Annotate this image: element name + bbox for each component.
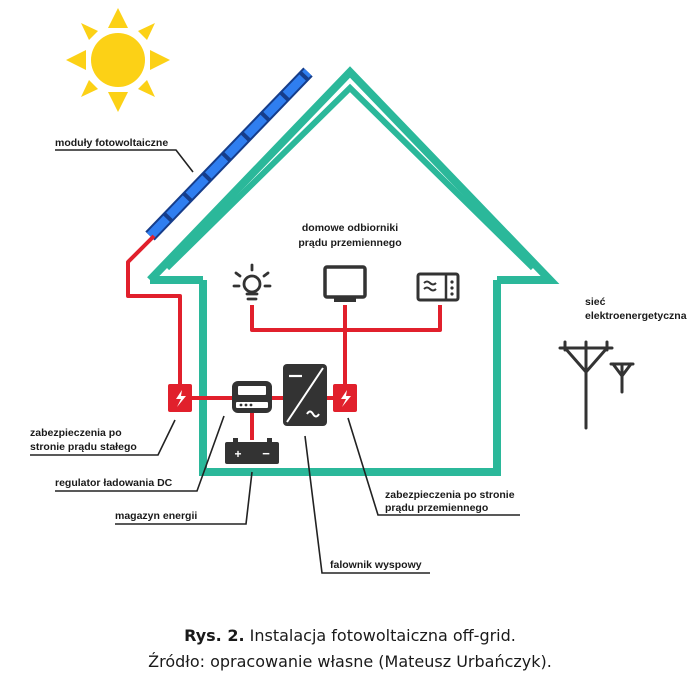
bulb-icon — [232, 263, 272, 301]
figure-label: Rys. 2. — [184, 626, 245, 645]
battery-icon: + − — [225, 438, 279, 464]
label-ac-loads-1: domowe odbiorniki — [302, 222, 398, 234]
power-pylon-icon — [558, 340, 635, 430]
fuse-icon — [333, 384, 357, 412]
charge-controller-icon — [232, 381, 272, 413]
label-grid-2: elektroenergetyczna — [585, 310, 687, 322]
label-pv-modules: moduły fotowoltaiczne — [55, 137, 168, 149]
label-ac-protection-1: zabezpieczenia po stronie — [385, 489, 515, 501]
leader-lines — [30, 149, 520, 574]
svg-text:−: − — [262, 446, 270, 461]
label-dc-protection-2: stronie prądu stałego — [30, 441, 137, 453]
label-ac-protection-2: prądu przemiennego — [385, 502, 488, 514]
figure-caption: Rys. 2. Instalacja fotowoltaiczna off-gr… — [0, 626, 700, 645]
tv-icon — [323, 265, 367, 302]
pv-offgrid-diagram: + − moduły fotowoltaiczne domowe odbiorn… — [30, 8, 687, 574]
figure-source: Źródło: opracowanie własne (Mateusz Urba… — [148, 652, 552, 671]
label-grid-1: sieć — [585, 296, 606, 308]
wiring — [126, 234, 442, 440]
label-inverter: falownik wyspowy — [330, 559, 422, 571]
label-dc-protection-1: zabezpieczenia po — [30, 427, 122, 439]
inverter-icon — [283, 364, 327, 426]
figure-title: Instalacja fotowoltaiczna off-grid. — [249, 626, 516, 645]
svg-text:+: + — [234, 447, 241, 461]
sun-icon — [66, 8, 170, 112]
microwave-icon — [416, 272, 460, 302]
pv-modules — [145, 67, 313, 241]
house-outline — [147, 66, 560, 476]
label-charge-controller: regulator ładowania DC — [55, 477, 173, 489]
fuse-icon — [168, 384, 192, 412]
label-energy-storage: magazyn energii — [115, 510, 197, 522]
label-ac-loads-2: prądu przemiennego — [298, 237, 401, 249]
